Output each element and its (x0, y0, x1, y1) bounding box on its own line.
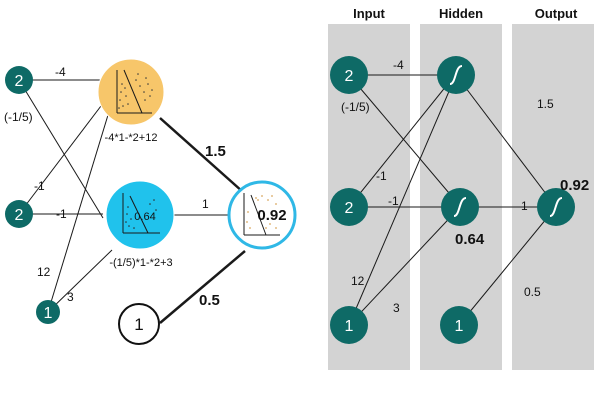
left-input-node-2-label: 2 (15, 207, 24, 224)
right-output-node (537, 188, 575, 226)
sigmoid-icon (453, 197, 467, 217)
right-input-node-2: 2 (330, 188, 368, 226)
left-input-node-1: 2 (5, 66, 33, 94)
r-edge-in2-h1 (348, 74, 456, 208)
left-thick-edges (159, 117, 246, 324)
hidden2-scatter-dots (125, 199, 157, 229)
right-weight-h1-out: 1.5 (537, 97, 554, 111)
left-hidden-node-1 (97, 58, 165, 126)
right-weight-in1-h2: (-1/5) (341, 100, 370, 114)
left-hidden1-formula: -4*1-*2+12 (105, 132, 158, 144)
right-weight-in2-h1: -1 (376, 169, 387, 183)
left-hidden-node-2: 0.64 (105, 180, 175, 250)
edge-h1-out (159, 117, 244, 193)
left-hidden2-formula: -(1/5)*1-*2+3 (109, 257, 172, 269)
right-input-node-3: 1 (330, 306, 368, 344)
left-weight-in3-h2: 3 (67, 290, 74, 304)
right-input-node-2-label: 2 (345, 200, 354, 217)
left-weight-in1-h1: -4 (55, 65, 66, 79)
left-weight-in3-h1: 12 (37, 265, 51, 279)
left-bias-node: 1 (118, 303, 160, 345)
output-scatter-dots (246, 195, 277, 229)
left-weight-h2-out: 1 (202, 197, 209, 211)
right-hidden-node-1 (437, 56, 475, 94)
right-weight-in3-h1: 12 (351, 274, 365, 288)
right-hidden2-value: 0.64 (455, 231, 485, 248)
left-weight-in1-h2: (-1/5) (4, 110, 33, 124)
right-input-node-1: 2 (330, 56, 368, 94)
r-edge-h1-out (455, 74, 557, 208)
left-input-node-3: 1 (36, 300, 60, 324)
right-weight-in3-h2: 3 (393, 301, 400, 315)
right-weight-h2-out: 1 (521, 199, 528, 213)
output-scatter-plot-icon (243, 193, 280, 236)
edge-in3-h2 (47, 249, 113, 313)
edge-in3-h1 (47, 114, 109, 313)
hidden1-scatter-plot-icon (116, 69, 152, 114)
r-edge-in3-h1 (348, 74, 457, 326)
r-edge-bias-out (458, 206, 557, 326)
left-weight-bias-out: 0.5 (199, 292, 220, 309)
left-output-value: 0.92 (257, 207, 286, 224)
right-output-value: 0.92 (560, 177, 589, 194)
edge-in1-h2 (18, 79, 104, 219)
output-column-label: Output (535, 6, 578, 21)
right-weight-in1-h1: -4 (393, 58, 404, 72)
edge-bias-out (159, 250, 246, 324)
left-weight-h1-out: 1.5 (205, 143, 226, 160)
right-weight-in2-h2: -1 (388, 194, 399, 208)
right-input-node-3-label: 1 (345, 318, 354, 335)
r-edge-in3-h2 (348, 206, 461, 326)
right-weight-bias-out: 0.5 (524, 285, 541, 299)
left-bias-node-label: 1 (134, 315, 143, 334)
right-bias-node: 1 (440, 306, 478, 344)
left-input-node-3-label: 1 (44, 305, 53, 322)
input-column-label: Input (353, 6, 385, 21)
sigmoid-icon (549, 197, 563, 217)
sigmoid-icon (449, 65, 463, 85)
left-hidden2-value: 0.64 (134, 211, 155, 223)
hidden1-scatter-dots (118, 73, 153, 109)
right-input-node-1-label: 2 (345, 68, 354, 85)
hidden-column-label: Hidden (439, 6, 483, 21)
left-weight-in2-h1: -1 (34, 179, 45, 193)
r-edge-in1-h2 (348, 74, 461, 207)
left-weight-in2-h2: -1 (56, 207, 67, 221)
right-bias-node-label: 1 (455, 318, 464, 335)
right-hidden-node-2 (441, 188, 479, 226)
left-input-node-2: 2 (5, 200, 33, 228)
hidden2-scatter-plot-icon (122, 193, 160, 234)
edge-in2-h1 (18, 101, 105, 215)
left-output-node: 0.92 (227, 180, 297, 250)
left-input-node-1-label: 2 (15, 73, 24, 90)
left-edges (18, 79, 232, 313)
